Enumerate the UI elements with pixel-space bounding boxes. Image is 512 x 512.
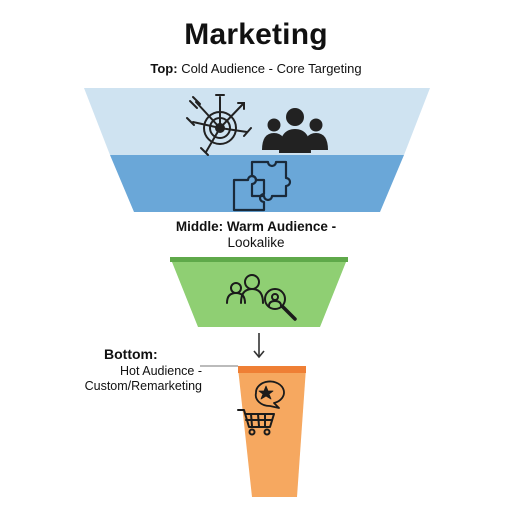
top-stage-prefix: Top: bbox=[150, 61, 178, 76]
top-stage-label: Top: Cold Audience - Core Targeting bbox=[0, 61, 512, 76]
funnel-middle-edge bbox=[170, 257, 348, 262]
star-speech-bubble-icon bbox=[254, 380, 285, 409]
bottom-stage-heading: Bottom: bbox=[104, 346, 158, 362]
target-arrows-icon bbox=[186, 94, 252, 156]
puzzle-icon bbox=[232, 160, 292, 212]
down-arrow-icon bbox=[253, 333, 265, 359]
page-title: Marketing bbox=[184, 18, 328, 51]
bottom-stage-sub-line2: Custom/Remarketing bbox=[84, 379, 202, 393]
profile-search-icon bbox=[226, 274, 297, 321]
funnel-bottom-edge bbox=[238, 366, 306, 373]
bottom-stage-sub-line1: Hot Audience - bbox=[120, 364, 202, 378]
bottom-stage-sub: Hot Audience - Custom/Remarketing bbox=[0, 364, 202, 394]
top-stage-text: Cold Audience - Core Targeting bbox=[181, 61, 362, 76]
middle-stage-heading: Middle: Warm Audience - bbox=[175, 219, 337, 234]
funnel-top-dark-band bbox=[110, 155, 404, 212]
funnel-top-light-band bbox=[84, 88, 430, 155]
shopping-cart-icon bbox=[237, 409, 275, 436]
funnel-bottom-band bbox=[238, 368, 306, 497]
middle-stage-label: Middle: Warm Audience - Lookalike bbox=[0, 219, 512, 251]
people-group-icon bbox=[262, 108, 328, 153]
middle-stage-sub: Lookalike bbox=[227, 235, 285, 250]
